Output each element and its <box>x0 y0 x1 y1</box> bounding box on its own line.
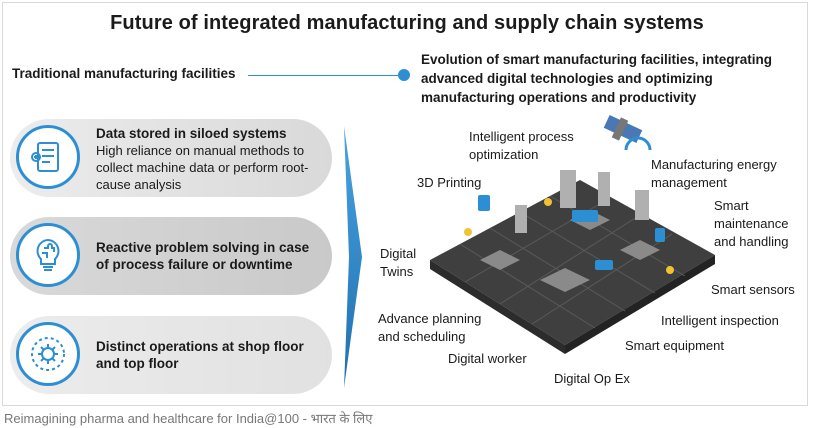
card-title: Distinct operations at shop floor and to… <box>96 339 304 371</box>
label-3d-printing: 3D Printing <box>417 175 482 190</box>
label-smart-equipment: Smart equipment <box>625 338 724 353</box>
traditional-label: Traditional manufacturing facilities <box>12 66 236 81</box>
traditional-card-siloed-data: Data stored in siloed systems High relia… <box>10 119 332 197</box>
label-energy-management: Manufacturing energy management <box>651 157 777 190</box>
lightbulb-puzzle-icon <box>16 223 80 287</box>
label-intelligent-inspection: Intelligent inspection <box>661 313 779 328</box>
figure-title: Future of integrated manufacturing and s… <box>110 12 704 34</box>
traditional-card-reactive: Reactive problem solving in case of proc… <box>10 217 332 295</box>
card-description: High reliance on manual methods to colle… <box>96 143 309 192</box>
smart-label: Evolution of smart manufacturing facilit… <box>421 52 773 105</box>
label-digital-op-ex: Digital Op Ex <box>554 371 630 386</box>
gear-network-icon <box>16 322 80 386</box>
label-intelligent-process: Intelligent process optimization <box>469 129 574 162</box>
label-digital-worker: Digital worker <box>448 351 527 366</box>
smart-factory-illustration <box>430 115 715 354</box>
label-smart-sensors: Smart sensors <box>711 282 795 297</box>
traditional-card-distinct-ops: Distinct operations at shop floor and to… <box>10 316 332 394</box>
figure-caption: Reimagining pharma and healthcare for In… <box>4 411 373 426</box>
transition-arrow-icon <box>344 126 362 388</box>
document-list-icon <box>16 125 80 189</box>
timeline-line <box>248 75 406 76</box>
label-digital-twins: Digital Twins <box>380 246 417 279</box>
card-title: Data stored in siloed systems <box>96 126 287 141</box>
label-smart-maintenance: Smart maintenance and handling <box>714 198 789 249</box>
card-title: Reactive problem solving in case of proc… <box>96 240 310 272</box>
label-advance-planning: Advance planning and scheduling <box>378 311 482 344</box>
timeline-dot <box>398 69 410 81</box>
